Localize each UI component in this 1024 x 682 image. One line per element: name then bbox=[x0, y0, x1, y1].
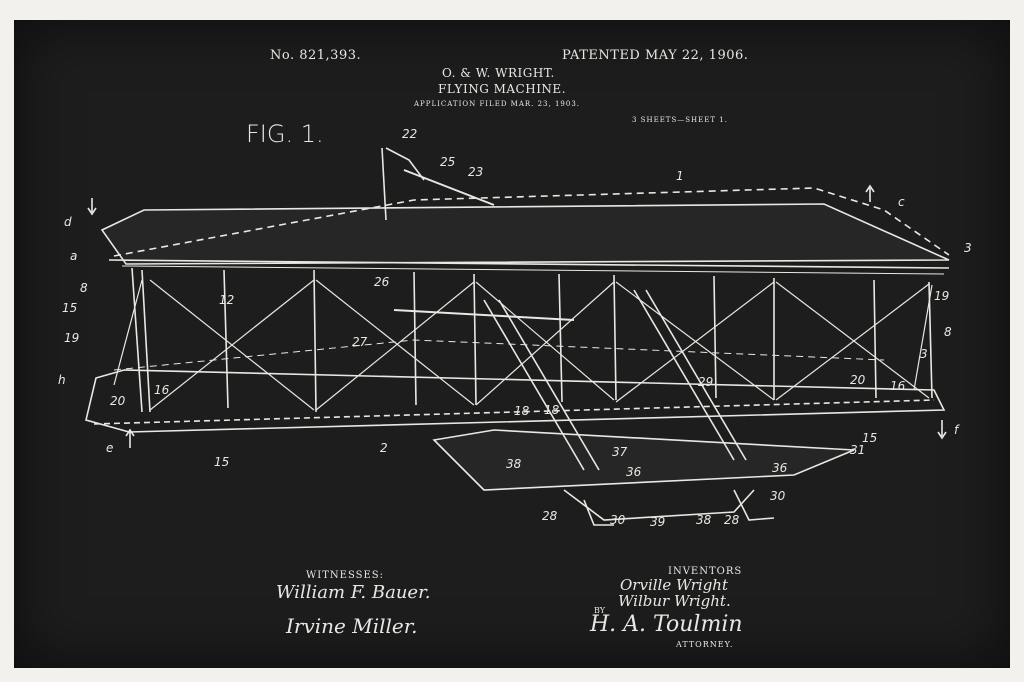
svg-text:29: 29 bbox=[698, 375, 713, 389]
skids bbox=[563, 489, 755, 521]
application-filed: APPLICATION FILED MAR. 23, 1903. bbox=[414, 100, 580, 108]
svg-text:27: 27 bbox=[352, 335, 368, 349]
cross-bracing bbox=[113, 279, 933, 411]
svg-text:15: 15 bbox=[862, 431, 877, 445]
svg-text:28: 28 bbox=[724, 513, 740, 527]
figure-label: FIG. 1. bbox=[246, 120, 324, 148]
svg-text:3: 3 bbox=[920, 347, 928, 361]
svg-text:8: 8 bbox=[944, 325, 952, 339]
svg-text:38: 38 bbox=[506, 457, 522, 471]
svg-text:2: 2 bbox=[380, 441, 388, 455]
svg-text:37: 37 bbox=[612, 445, 628, 459]
struts bbox=[131, 267, 933, 413]
svg-text:30: 30 bbox=[610, 513, 626, 527]
inventors-line: O. & W. WRIGHT. bbox=[442, 66, 555, 80]
sheet-count: 3 SHEETS—SHEET 1. bbox=[632, 116, 728, 124]
svg-text:a: a bbox=[70, 249, 77, 263]
svg-text:12: 12 bbox=[219, 293, 234, 307]
svg-text:22: 22 bbox=[402, 127, 417, 141]
svg-text:19: 19 bbox=[934, 289, 949, 303]
svg-text:39: 39 bbox=[650, 515, 665, 529]
svg-text:36: 36 bbox=[772, 461, 788, 475]
upper-wing bbox=[100, 203, 950, 265]
witness-signature-2: Irvine Miller. bbox=[286, 614, 418, 638]
svg-text:16: 16 bbox=[154, 383, 170, 397]
svg-text:28: 28 bbox=[542, 509, 558, 523]
svg-text:23: 23 bbox=[468, 165, 483, 179]
svg-text:3: 3 bbox=[964, 241, 972, 255]
witness-signature-1: William F. Bauer. bbox=[276, 582, 431, 603]
svg-text:26: 26 bbox=[374, 275, 390, 289]
svg-text:18: 18 bbox=[514, 404, 530, 418]
svg-text:19: 19 bbox=[64, 331, 79, 345]
inventor-signature-1: Orville Wright bbox=[620, 576, 728, 594]
lower-wing bbox=[85, 369, 946, 433]
svg-text:38: 38 bbox=[696, 513, 712, 527]
inventors-heading: INVENTORS bbox=[668, 566, 743, 577]
svg-text:30: 30 bbox=[770, 489, 786, 503]
patent-date: PATENTED MAY 22, 1906. bbox=[562, 48, 749, 63]
attorney-label: ATTORNEY. bbox=[676, 640, 734, 649]
svg-text:d: d bbox=[64, 215, 72, 229]
svg-text:31: 31 bbox=[850, 443, 865, 457]
svg-text:c: c bbox=[898, 195, 905, 209]
witnesses-heading: WITNESSES: bbox=[306, 570, 384, 581]
patent-title: FLYING MACHINE. bbox=[438, 82, 567, 96]
svg-text:36: 36 bbox=[626, 465, 642, 479]
svg-text:e: e bbox=[106, 441, 113, 455]
svg-text:15: 15 bbox=[62, 301, 77, 315]
svg-text:1: 1 bbox=[676, 169, 684, 183]
svg-text:25: 25 bbox=[440, 155, 455, 169]
svg-text:15: 15 bbox=[214, 455, 229, 469]
svg-text:8: 8 bbox=[80, 281, 88, 295]
svg-text:20: 20 bbox=[110, 394, 126, 408]
svg-text:18: 18 bbox=[544, 403, 560, 417]
patent-drawing-board: No. 821,393. PATENTED MAY 22, 1906. O. &… bbox=[14, 20, 1010, 668]
svg-text:16: 16 bbox=[890, 379, 906, 393]
svg-text:20: 20 bbox=[850, 373, 866, 387]
by-label: BY bbox=[594, 606, 606, 615]
svg-text:f: f bbox=[954, 423, 960, 437]
inventor-signature-2: Wilbur Wright. bbox=[618, 592, 731, 610]
front-rudder bbox=[432, 429, 855, 491]
svg-text:h: h bbox=[58, 373, 66, 387]
attorney-signature: H. A. Toulmin bbox=[590, 612, 743, 637]
patent-number: No. 821,393. bbox=[270, 48, 362, 63]
